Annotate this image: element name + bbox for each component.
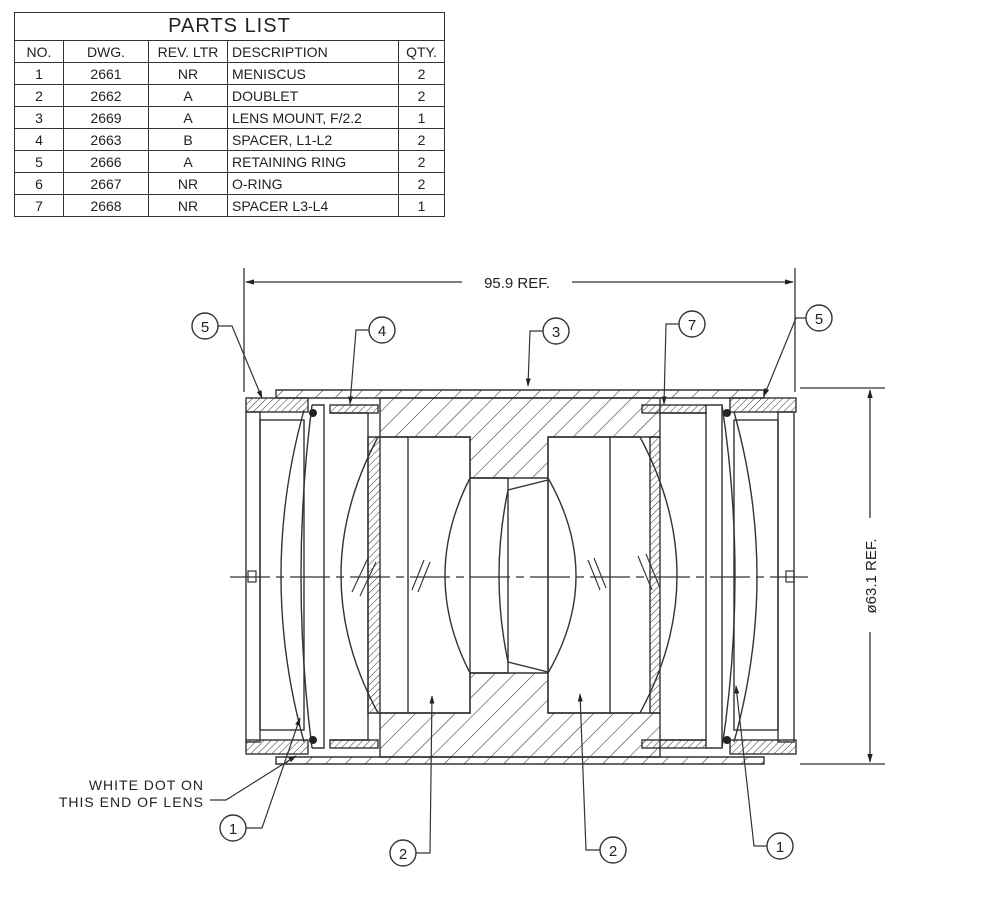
- balloon-3: 3: [542, 317, 570, 345]
- diameter-dimension-label: ø63.1 REF.: [863, 538, 880, 613]
- svg-text:2: 2: [399, 846, 407, 863]
- header-qty: QTY.: [398, 40, 445, 63]
- diameter-dimension: [800, 387, 885, 765]
- cell-qty: 2: [398, 62, 445, 85]
- svg-text:5: 5: [201, 319, 209, 336]
- table-row: 4 2663 B SPACER, L1-L2 2: [14, 128, 445, 151]
- table-row: 2 2662 A DOUBLET 2: [14, 84, 445, 107]
- cell-dwg: 2663: [63, 128, 149, 151]
- length-dimension: [243, 268, 796, 392]
- balloon-2-right: 2: [599, 836, 627, 864]
- cell-description: RETAINING RING: [227, 150, 399, 173]
- balloon-5-left: 5: [191, 312, 219, 340]
- cell-description: LENS MOUNT, F/2.2: [227, 106, 399, 129]
- optical-axis-centerline: [230, 570, 808, 583]
- left-lens-group: [245, 404, 577, 749]
- o-rings: [309, 409, 731, 744]
- cell-qty: 1: [398, 194, 445, 217]
- header-no: NO.: [14, 40, 64, 63]
- balloon-5-right: 5: [805, 304, 833, 332]
- retaining-rings: [245, 397, 797, 755]
- table-row: 1 2661 NR MENISCUS 2: [14, 62, 445, 85]
- glass-marks: [351, 553, 661, 597]
- svg-text:1: 1: [229, 821, 237, 838]
- table-row: 5 2666 A RETAINING RING 2: [14, 150, 445, 173]
- balloon-7: 7: [678, 310, 706, 338]
- note-line-1: WHITE DOT ON: [89, 777, 204, 793]
- balloon-2-left: 2: [389, 839, 417, 867]
- leader-lines: [210, 317, 806, 854]
- svg-text:1: 1: [776, 839, 784, 856]
- balloon-1-right: 1: [766, 832, 794, 860]
- cell-dwg: 2667: [63, 172, 149, 195]
- length-dimension-label: 95.9 REF.: [484, 275, 550, 292]
- svg-text:4: 4: [378, 323, 386, 340]
- header-dwg: DWG.: [63, 40, 149, 63]
- svg-text:2: 2: [609, 843, 617, 860]
- balloon-4: 4: [368, 316, 396, 344]
- balloon-1-left: 1: [219, 814, 247, 842]
- cell-description: SPACER L3-L4: [227, 194, 399, 217]
- parts-list-table: PARTS LIST NO. DWG. REV. LTR DESCRIPTION…: [14, 12, 445, 217]
- note-line-2: THIS END OF LENS: [59, 794, 204, 810]
- table-row: 7 2668 NR SPACER L3-L4 1: [14, 194, 445, 217]
- svg-text:7: 7: [688, 317, 696, 334]
- svg-text:5: 5: [815, 311, 823, 328]
- parts-list-title: PARTS LIST: [14, 12, 445, 40]
- svg-text:3: 3: [552, 324, 560, 341]
